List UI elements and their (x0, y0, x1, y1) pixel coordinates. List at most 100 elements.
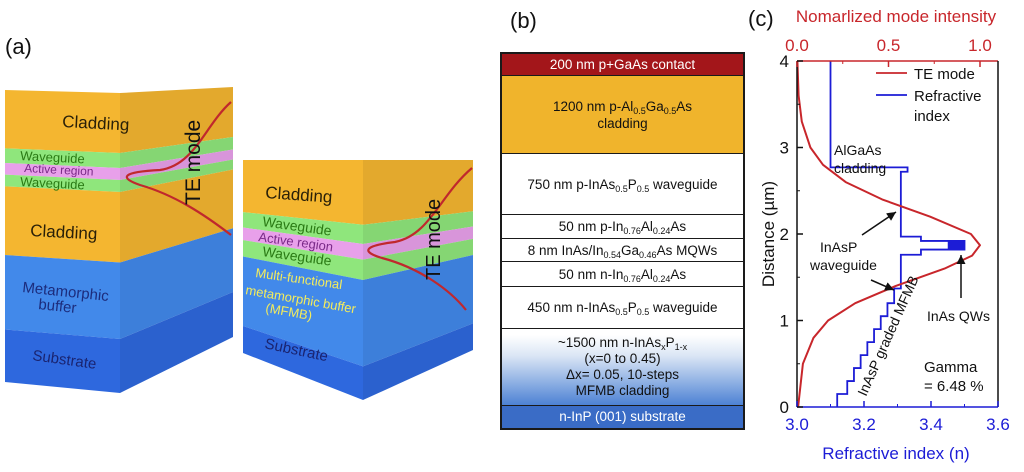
te-mode-curve-left (125, 101, 232, 236)
text-segment: ~1500 nm n-InAs (557, 335, 662, 350)
y-tick-label: 3 (780, 139, 789, 158)
text-segment: Al (640, 219, 653, 234)
text-segment: 8 nm InAs/In (527, 242, 604, 258)
layer-text-line: MFMB cladding (576, 383, 670, 399)
waveguide-layer-side (120, 137, 233, 168)
layer-label: Cladding (62, 112, 130, 134)
subscript: 0.5 (633, 105, 646, 116)
waveguide-layer-side (120, 159, 233, 192)
buffer-layer-front (243, 256, 363, 367)
annotation-waveguide: InAsP (820, 239, 857, 255)
active-layer-side (363, 226, 473, 260)
layer-text-line: 50 nm n-In0.76Al0.24As (558, 266, 686, 284)
substrate-layer-front (243, 325, 363, 400)
y-tick-label: 2 (780, 225, 789, 244)
layer-text-line: cladding (597, 115, 647, 132)
cladding-layer-front (5, 90, 120, 153)
y-axis-title: Distance (µm) (759, 181, 778, 287)
layer-text-line: 200 nm p+GaAs contact (550, 56, 695, 73)
layer-row: 50 nm n-In0.76Al0.24As (502, 262, 743, 287)
text-segment: 1200 nm p-Al (552, 98, 634, 114)
subscript: 0.5 (663, 105, 677, 116)
panel-label-b: (b) (510, 8, 537, 33)
substrate-layer-side (120, 292, 233, 393)
layer-row: 750 nm p-InAs0.5P0.5 waveguide (502, 154, 743, 215)
text-segment: n-InP (001) substrate (559, 409, 686, 424)
top-x-tick-label: 0.5 (877, 36, 901, 55)
layer-text-line: 1200 nm p-Al0.5Ga0.5As (552, 98, 692, 116)
subscript: 1-x (674, 342, 688, 352)
layer-label: Cladding (30, 221, 98, 243)
layer-row: 8 nm InAs/In0.54Ga0.46As MQWs (502, 239, 743, 262)
active-layer-front (5, 163, 120, 180)
text-segment: (x=0 to 0.45) (584, 351, 661, 366)
subscript: 0.24 (652, 226, 671, 236)
text-segment: MFMB cladding (575, 383, 670, 398)
te-mode-line (796, 60, 981, 408)
top-x-tick-label: 1.0 (968, 36, 992, 55)
annotation-mfmb: InAsP graded MFMB (854, 273, 921, 398)
text-segment: P (627, 176, 637, 192)
waveguide-layer-front (243, 212, 363, 244)
layer-row: ~1500 nm n-InAsxP1-x(x=0 to 0.45)Δx= 0.0… (502, 329, 743, 406)
layer-text-line: 450 nm n-InAs0.5P0.5 waveguide (527, 299, 717, 317)
subscript: 0.5 (615, 183, 628, 194)
arrow-waveguide-bottom (870, 279, 895, 291)
cladding-layer-front (243, 160, 363, 225)
panel-b-layer-stack: 200 nm p+GaAs contact 1200 nm p-Al0.5Ga0.… (500, 52, 745, 430)
text-segment: P (627, 300, 637, 315)
waveguide-layer-front (5, 174, 120, 192)
annotation-gamma: Gamma (924, 359, 978, 376)
qw-index-block (947, 240, 965, 250)
top-axis-title: Nomarlized mode intensity (796, 7, 997, 26)
te-mode-label-left: TE mode (182, 120, 205, 205)
x-tick-label: 3.4 (919, 415, 943, 434)
panel-label-a: (a) (5, 34, 32, 59)
layer-row: n-InP (001) substrate (502, 406, 743, 428)
subscript: 0.24 (652, 273, 671, 284)
buffer-layer-side (120, 228, 233, 339)
annotation-waveguide-2: waveguide (809, 257, 877, 273)
layer-text-line: 750 nm p-InAs0.5P0.5 waveguide (527, 176, 718, 194)
waveguide-layer-side (363, 211, 473, 244)
layer-text-line: (x=0 to 0.45) (584, 351, 660, 367)
y-tick-label: 4 (780, 52, 789, 71)
text-segment: Al (640, 266, 653, 282)
subscript: 0.54 (603, 249, 622, 260)
cladding-layer-side (120, 87, 233, 153)
layer-label: Waveguide (20, 174, 85, 192)
layer-text-line: ~1500 nm n-InAsxP1-x (557, 335, 688, 352)
layer-label: Cladding (265, 183, 333, 207)
text-segment: waveguide (649, 176, 718, 192)
layer-label: Waveguide (20, 148, 85, 166)
text-segment: 50 nm n-In (558, 266, 624, 282)
top-x-tick-label: 0.0 (785, 36, 809, 55)
subscript: 0.46 (639, 249, 657, 260)
text-segment: 50 nm p-In (558, 219, 624, 234)
text-segment: Δx= 0.05, 10-steps (566, 367, 679, 382)
layer-row: 200 nm p+GaAs contact (502, 54, 743, 76)
layer-row: 50 nm p-In0.76Al0.24As (502, 215, 743, 239)
annotation-algaas: AlGaAs (834, 142, 881, 158)
waveguide-layer-side (363, 238, 473, 280)
y-tick-label: 0 (780, 398, 789, 417)
legend-index-label-2: index (914, 108, 950, 125)
text-segment: 750 nm p-InAs (527, 176, 616, 192)
subscript: 0.5 (615, 307, 628, 317)
substrate-layer-front (5, 329, 120, 393)
layer-text-line: 50 nm p-In0.76Al0.24As (558, 218, 687, 236)
right-block (243, 160, 473, 400)
layer-text-line: 8 nm InAs/In0.54Ga0.46As MQWs (527, 242, 718, 260)
text-segment: As (670, 219, 687, 234)
active-layer-front (243, 227, 363, 260)
layer-text-line: Δx= 0.05, 10-steps (566, 367, 679, 383)
text-segment: 200 nm p+GaAs contact (549, 57, 696, 72)
waveguide-layer-front (243, 240, 363, 280)
buffer-layer-side (363, 255, 473, 367)
substrate-layer-side (363, 323, 473, 400)
waveguide-layer-front (5, 148, 120, 168)
x-tick-label: 3.2 (852, 415, 876, 434)
